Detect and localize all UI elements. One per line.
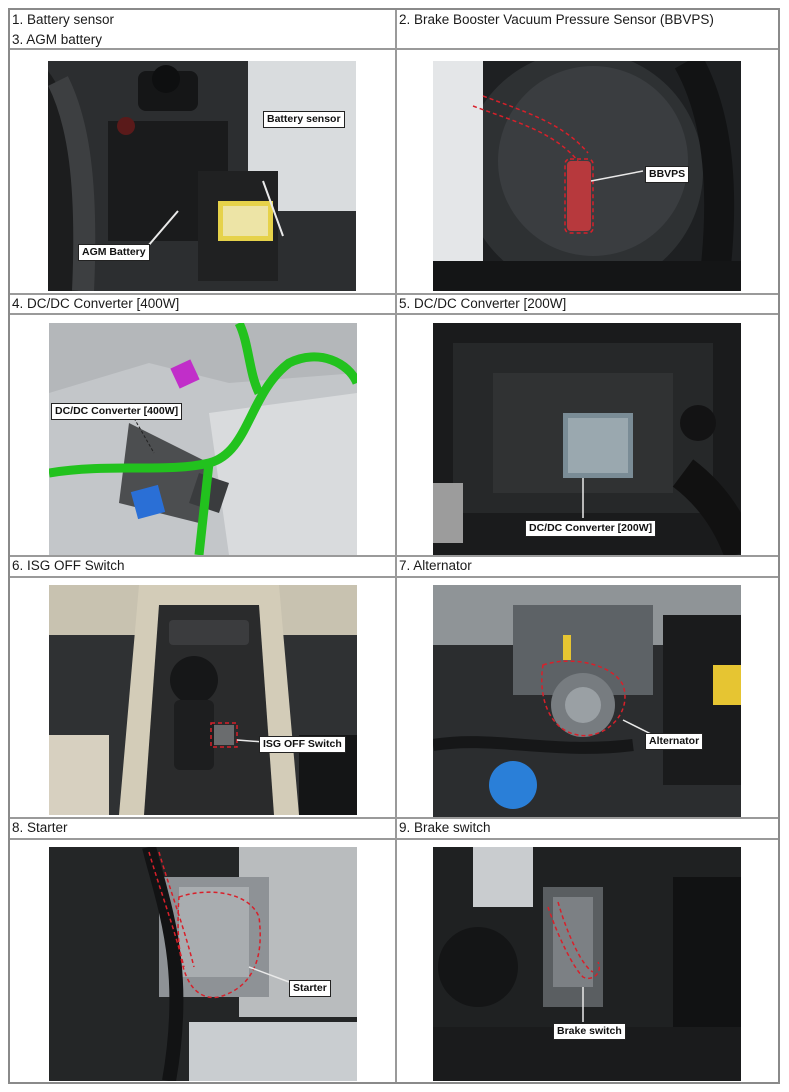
caption-line: 2. Brake Booster Vacuum Pressure Sensor …	[399, 12, 714, 27]
row-divider	[10, 817, 778, 819]
isg-off-switch-photo: ISG OFF Switch	[49, 585, 357, 815]
callout-dcdc-400w: DC/DC Converter [400W]	[51, 403, 183, 420]
callout-dcdc-200w: DC/DC Converter [200W]	[525, 520, 657, 537]
callout-agm-battery: AGM Battery	[78, 244, 150, 261]
brake-switch-photo: Brake switch	[433, 847, 741, 1081]
caption-dcdc-400w: 4. DC/DC Converter [400W]	[12, 294, 179, 314]
row-divider	[10, 48, 778, 50]
caption-brake-switch: 9. Brake switch	[399, 818, 491, 838]
row-divider	[10, 838, 778, 840]
caption-line: 7. Alternator	[399, 558, 472, 573]
battery-photo: Battery sensor AGM Battery	[48, 61, 356, 291]
dcdc-200w-photo: DC/DC Converter [200W]	[433, 323, 741, 555]
row-divider	[10, 576, 778, 578]
callout-alternator: Alternator	[645, 733, 704, 750]
caption-line: 1. Battery sensor	[12, 12, 115, 27]
callout-starter: Starter	[289, 980, 331, 997]
caption-line: 9. Brake switch	[399, 820, 491, 835]
alternator-photo: Alternator	[433, 585, 741, 817]
bbvps-photo: BBVPS	[433, 61, 741, 291]
callout-brake-switch: Brake switch	[553, 1023, 626, 1040]
caption-bbvps: 2. Brake Booster Vacuum Pressure Sensor …	[399, 10, 714, 30]
row-divider	[10, 293, 778, 295]
column-divider	[395, 10, 397, 1082]
caption-starter: 8. Starter	[12, 818, 68, 838]
caption-line: 3. AGM battery	[12, 32, 103, 47]
caption-dcdc-200w: 5. DC/DC Converter [200W]	[399, 294, 566, 314]
starter-photo: Starter	[49, 847, 357, 1081]
callout-isg-off-switch: ISG OFF Switch	[259, 736, 346, 753]
row-divider	[10, 555, 778, 557]
row-divider	[10, 313, 778, 315]
callout-battery-sensor: Battery sensor	[263, 111, 345, 128]
caption-line: 4. DC/DC Converter [400W]	[12, 296, 180, 311]
caption-line: 8. Starter	[12, 820, 68, 835]
component-location-table: 1. Battery sensor 3. AGM battery 2. Brak…	[8, 8, 780, 1084]
caption-isg-off-switch: 6. ISG OFF Switch	[12, 556, 125, 576]
caption-battery-sensor-agm: 1. Battery sensor 3. AGM battery	[12, 10, 114, 50]
caption-line: 6. ISG OFF Switch	[12, 558, 125, 573]
caption-alternator: 7. Alternator	[399, 556, 472, 576]
caption-line: 5. DC/DC Converter [200W]	[399, 296, 567, 311]
callout-bbvps: BBVPS	[645, 166, 690, 183]
dcdc-400w-illustration: DC/DC Converter [400W]	[49, 323, 357, 555]
